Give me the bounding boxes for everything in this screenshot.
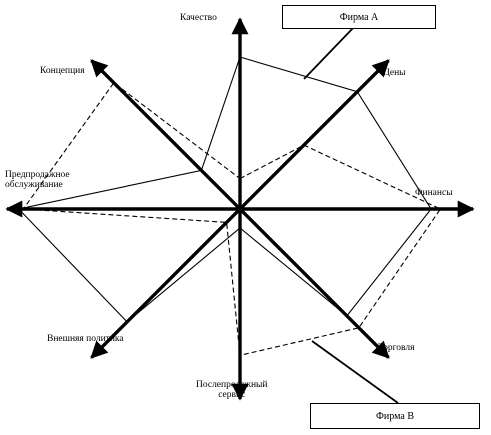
series-polygon-firm-a [17,56,432,323]
axis-label-7: Предпродажное обслуживание [5,170,70,190]
axis-label-3: Финансы [415,188,453,198]
callout-firm-a [303,25,356,80]
axis-label-4: Торговля [378,343,415,353]
axis-label-5: Послепродажный сервис [196,380,268,400]
axis-label-1: Качество [180,13,217,23]
axis-label-2: Цены [383,68,406,78]
callout-firm-b [311,340,399,404]
legend-firm-a: Фирма А [282,5,436,29]
axis-4 [90,59,390,359]
axis-label-8: Концепция [40,66,85,76]
series-polygon-firm-b [22,82,442,356]
axis-label-6: Внешняя политика [47,334,124,344]
legend-firm-b: Фирма В [310,403,480,429]
